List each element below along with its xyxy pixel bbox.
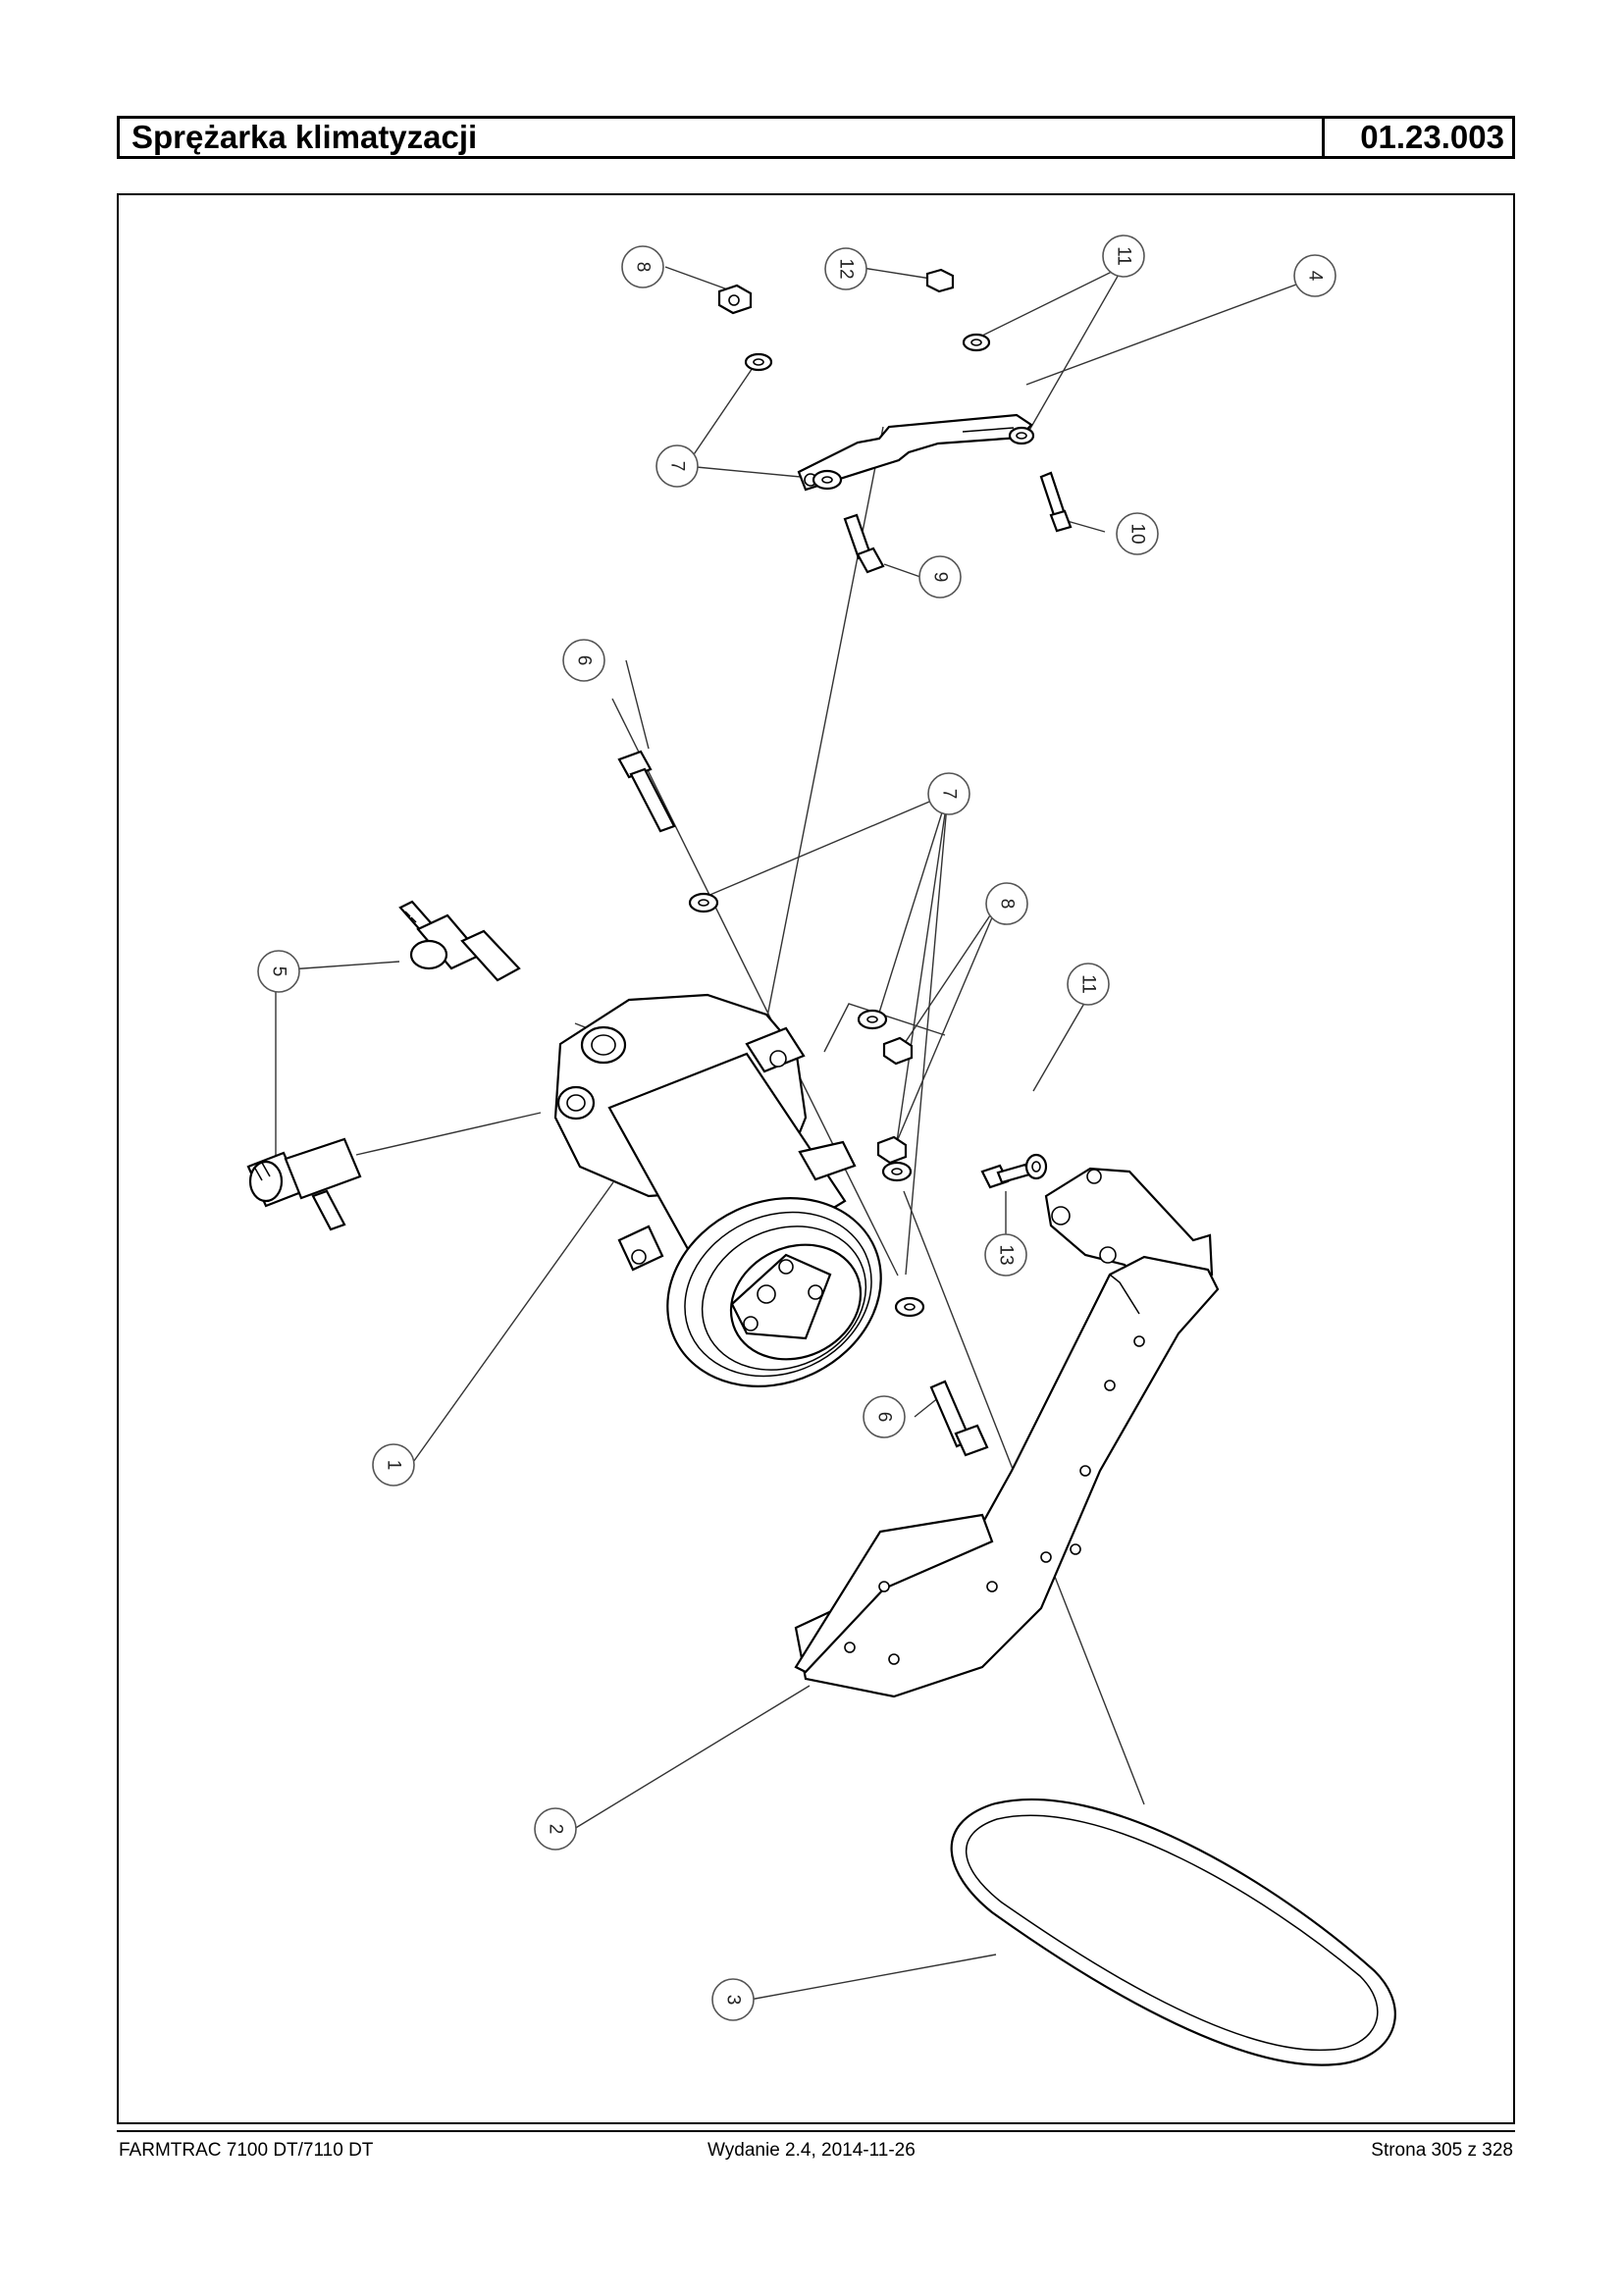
footer-edition: Wydanie 2.4, 2014-11-26 — [707, 2140, 916, 2161]
page-title: Sprężarka klimatyzacji — [131, 119, 478, 155]
callout-label: 11 — [1114, 246, 1134, 266]
exploded-diagram: 8 12 11 4 7 10 9 6 7 8 5 11 13 1 6 2 3 — [246, 235, 1396, 2066]
footer-page-number: Strona 305 z 328 — [1371, 2140, 1513, 2161]
callout-label: 6 — [574, 655, 595, 666]
callout-label: 10 — [1127, 523, 1148, 544]
callout-1: 1 — [372, 1443, 415, 1487]
callout-label: 2 — [546, 1824, 566, 1835]
callout-2: 2 — [534, 1807, 577, 1851]
drive-belt-part — [950, 1799, 1396, 2066]
callout-5: 5 — [257, 950, 300, 993]
fitting-5-lower — [246, 1137, 362, 1231]
compressor-part — [553, 993, 882, 1387]
callout-8: 8 — [985, 882, 1028, 925]
callout-9: 9 — [918, 555, 962, 599]
callout-label: 8 — [997, 899, 1018, 910]
bolt-6-lower-part — [929, 1380, 989, 1457]
callout-label: 6 — [874, 1412, 895, 1423]
callout-label: 12 — [836, 258, 857, 279]
callout-layer: 8 12 11 4 7 10 9 6 7 8 5 11 13 1 6 2 3 — [257, 235, 1336, 2021]
hardware-top — [717, 268, 1073, 574]
callout-label: 11 — [1078, 974, 1099, 994]
callout-8: 8 — [621, 245, 664, 288]
callout-label: 1 — [384, 1460, 404, 1471]
callout-3: 3 — [711, 1978, 755, 2021]
callout-label: 5 — [269, 966, 289, 977]
callout-10: 10 — [1116, 512, 1159, 555]
footer-divider — [117, 2130, 1515, 2132]
callout-11: 11 — [1067, 963, 1110, 1006]
page-header: Sprężarka klimatyzacji 01.23.003 — [117, 116, 1515, 159]
callout-7: 7 — [927, 772, 970, 815]
callout-label: 3 — [723, 1995, 744, 2006]
callout-6: 6 — [863, 1395, 906, 1438]
callout-label: 9 — [930, 572, 951, 583]
callout-label: 4 — [1305, 271, 1326, 282]
callout-12: 12 — [824, 247, 867, 290]
bolt-6-upper-part — [617, 750, 676, 833]
footer-model: FARMTRAC 7100 DT/7110 DT — [119, 2140, 374, 2161]
callout-6: 6 — [562, 639, 605, 682]
exploded-view-frame: 8 12 11 4 7 10 9 6 7 8 5 11 13 1 6 2 3 — [117, 193, 1515, 2124]
mounting-bracket-part — [794, 1153, 1220, 1698]
leader-lines — [275, 265, 1305, 2001]
section-code: 01.23.003 — [1322, 119, 1512, 156]
washers-nuts-mid — [688, 892, 925, 1318]
fitting-5-upper — [398, 900, 521, 982]
callout-13: 13 — [984, 1233, 1027, 1277]
callout-label: 13 — [996, 1244, 1017, 1265]
callout-4: 4 — [1293, 254, 1336, 297]
callout-7: 7 — [655, 444, 699, 488]
callout-label: 8 — [633, 262, 654, 273]
callout-label: 7 — [667, 461, 688, 472]
callout-11: 11 — [1102, 235, 1145, 278]
callout-label: 7 — [939, 789, 960, 800]
